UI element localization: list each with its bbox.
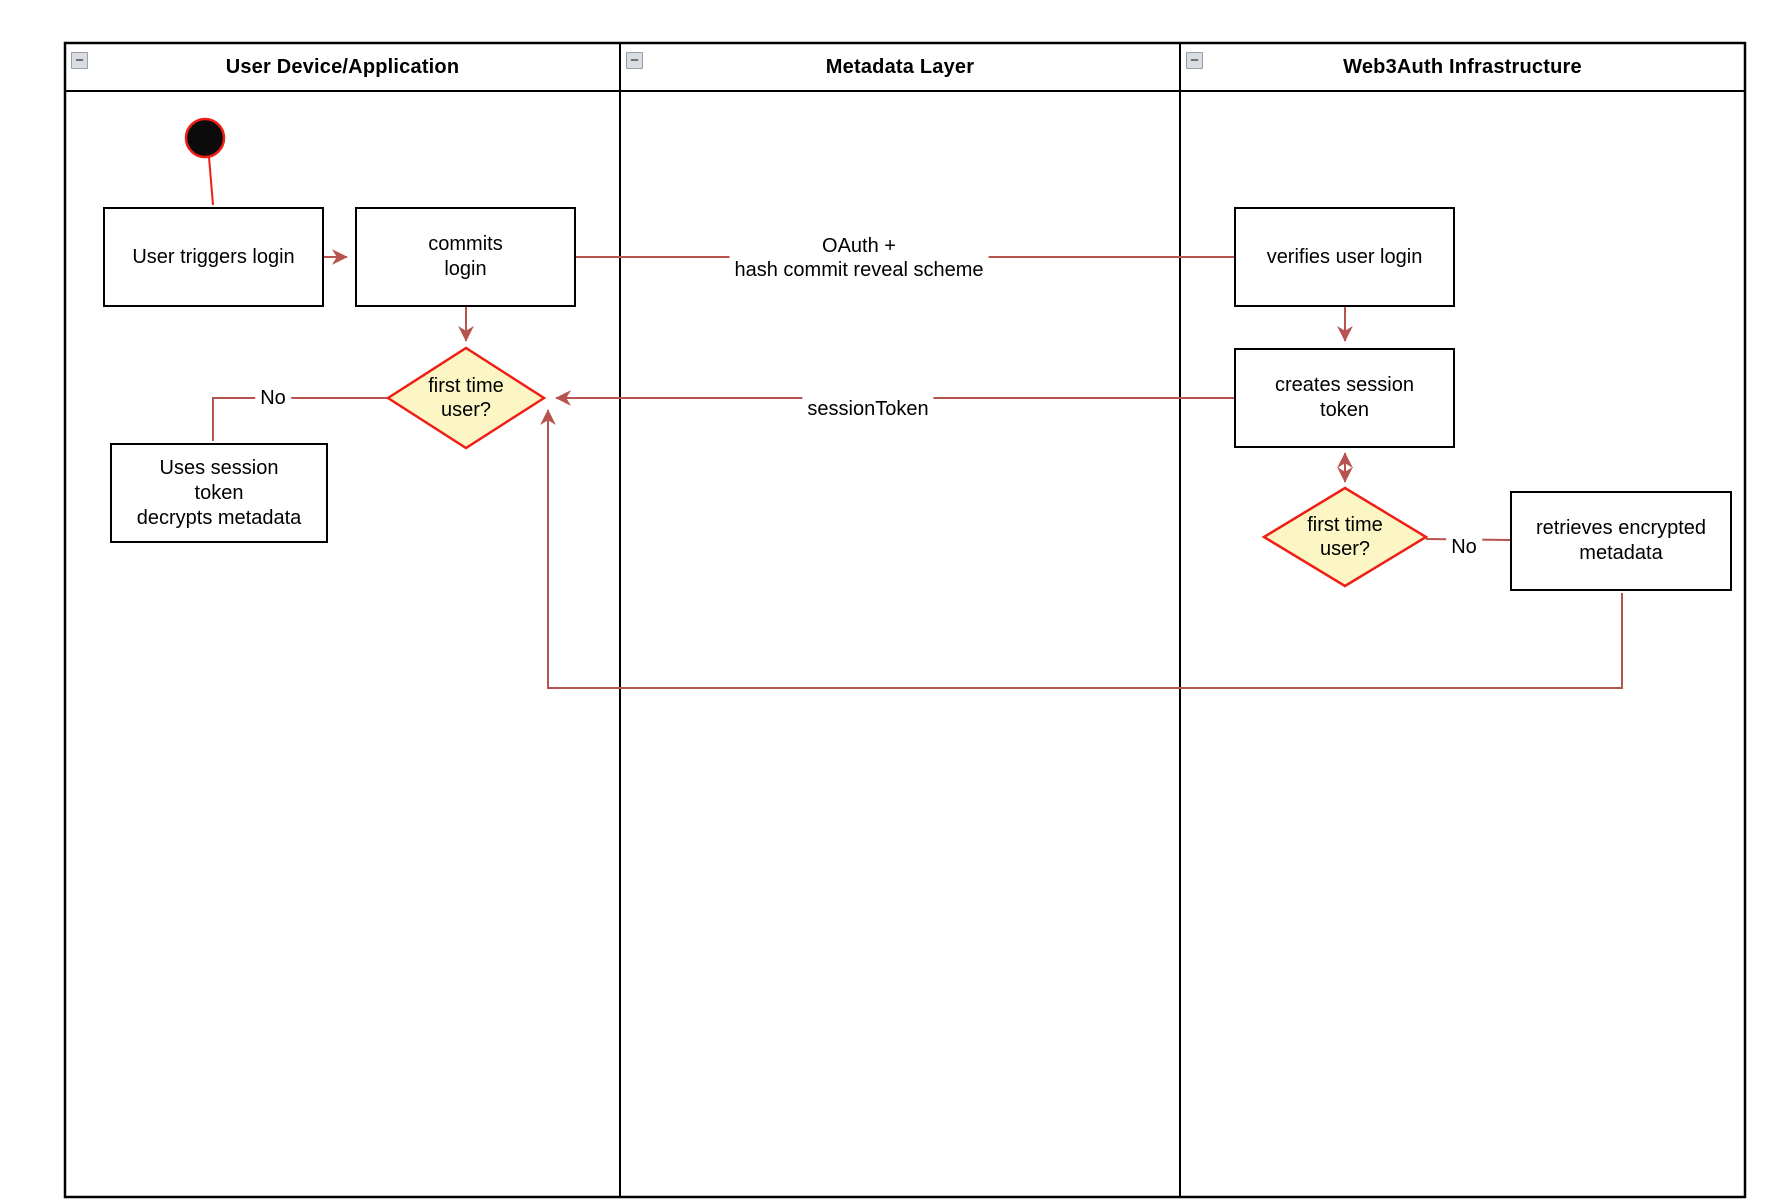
edge-retrieves-return-to-decision bbox=[540, 409, 1623, 689]
decision-label-device: first time user? bbox=[428, 375, 504, 421]
start-node[interactable] bbox=[184, 117, 226, 159]
pool-frame bbox=[63, 41, 1747, 1199]
node-user-triggers-login[interactable]: User triggers login bbox=[103, 207, 324, 307]
lane-header-web3auth: Web3Auth Infrastructure bbox=[1343, 55, 1582, 78]
edge-label-oauth: OAuth + hash commit reveal scheme bbox=[729, 234, 989, 282]
node-retrieves-encrypted-metadata[interactable]: retrieves encrypted metadata bbox=[1510, 491, 1732, 591]
decision-diamond-infra[interactable] bbox=[1261, 486, 1429, 588]
decision-label-infra: first time user? bbox=[1307, 514, 1383, 560]
lane-header-metadata-layer: Metadata Layer bbox=[825, 55, 975, 78]
lane-header-user-device: User Device/Application bbox=[225, 55, 460, 78]
collapse-icon[interactable]: − bbox=[71, 52, 88, 69]
decision-diamond-device[interactable] bbox=[385, 346, 547, 450]
edge-label-no-device: No bbox=[255, 386, 291, 410]
edge-no-to-uses-session bbox=[212, 397, 388, 441]
edge-label-session-token: sessionToken bbox=[802, 397, 934, 421]
edge-label-no-infra: No bbox=[1446, 535, 1482, 559]
collapse-icon[interactable]: − bbox=[1186, 52, 1203, 69]
edge-start-to-user-triggers bbox=[208, 156, 214, 206]
node-verifies-user-login[interactable]: verifies user login bbox=[1234, 207, 1455, 307]
node-commits-login[interactable]: commits login bbox=[355, 207, 576, 307]
node-creates-session-token[interactable]: creates session token bbox=[1234, 348, 1455, 448]
collapse-icon[interactable]: − bbox=[626, 52, 643, 69]
node-uses-session-token[interactable]: Uses session token decrypts metadata bbox=[110, 443, 328, 543]
